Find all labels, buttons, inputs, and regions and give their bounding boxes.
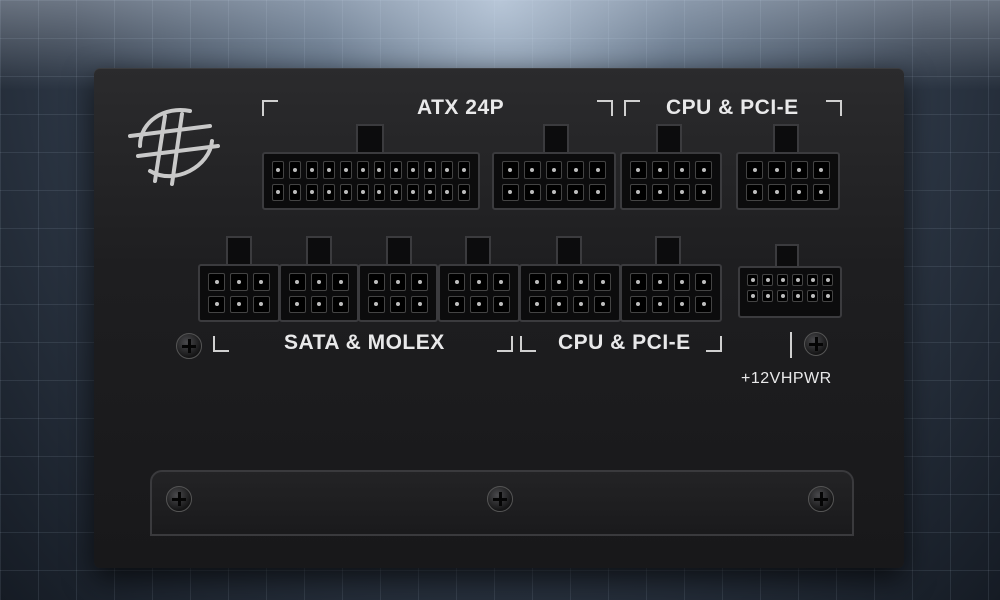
sata-molex-label: SATA & MOLEX xyxy=(284,331,445,354)
atx-24p-connector[interactable] xyxy=(262,152,480,210)
connector-latch xyxy=(226,236,252,266)
connector-latch xyxy=(655,236,681,266)
cpu-pcie-connector-3[interactable] xyxy=(736,152,840,210)
connector-latch xyxy=(386,236,412,266)
connector-latch xyxy=(775,244,799,268)
connector-latch xyxy=(773,124,799,154)
screw-icon xyxy=(166,486,192,512)
sata-molex-connector-4[interactable] xyxy=(438,264,520,322)
screw-icon xyxy=(808,486,834,512)
cpu-pcie-bottom-label: CPU & PCI-E xyxy=(558,331,691,354)
connector-latch xyxy=(556,236,582,266)
sata-molex-connector-1[interactable] xyxy=(198,264,280,322)
sata-molex-connector-3[interactable] xyxy=(358,264,438,322)
atx-bracket-left xyxy=(262,100,278,116)
connector-latch xyxy=(543,124,569,154)
atx-24p-label: ATX 24P xyxy=(417,96,505,119)
bottom-mounting-rail xyxy=(150,470,854,536)
sata-bracket-right xyxy=(497,336,513,352)
screw-icon xyxy=(487,486,513,512)
hpwr-marker-line xyxy=(790,332,792,358)
connector-latch xyxy=(306,236,332,266)
cpu-pcie-connector-1[interactable] xyxy=(492,152,616,210)
cpu-pcie-top-bracket-left xyxy=(624,100,640,116)
cpu-pcie-bottom-bracket-left xyxy=(520,336,536,352)
atx-bracket-right xyxy=(597,100,613,116)
12vhpwr-label: +12VHPWR xyxy=(741,370,832,387)
12vhpwr-connector[interactable] xyxy=(738,266,842,318)
cpu-pcie-connector-4[interactable] xyxy=(519,264,621,322)
brand-logo-icon xyxy=(128,108,220,186)
cpu-pcie-connector-2[interactable] xyxy=(620,152,722,210)
sata-bracket-left xyxy=(213,336,229,352)
sata-molex-connector-2[interactable] xyxy=(279,264,359,322)
connector-latch xyxy=(356,124,384,154)
cpu-pcie-top-label: CPU & PCI-E xyxy=(666,96,799,119)
screw-icon xyxy=(176,333,202,359)
cpu-pcie-bottom-bracket-right xyxy=(706,336,722,352)
cpu-pcie-top-bracket-right xyxy=(826,100,842,116)
cpu-pcie-connector-5[interactable] xyxy=(620,264,722,322)
connector-latch xyxy=(465,236,491,266)
connector-latch xyxy=(656,124,682,154)
screw-icon xyxy=(804,332,828,356)
